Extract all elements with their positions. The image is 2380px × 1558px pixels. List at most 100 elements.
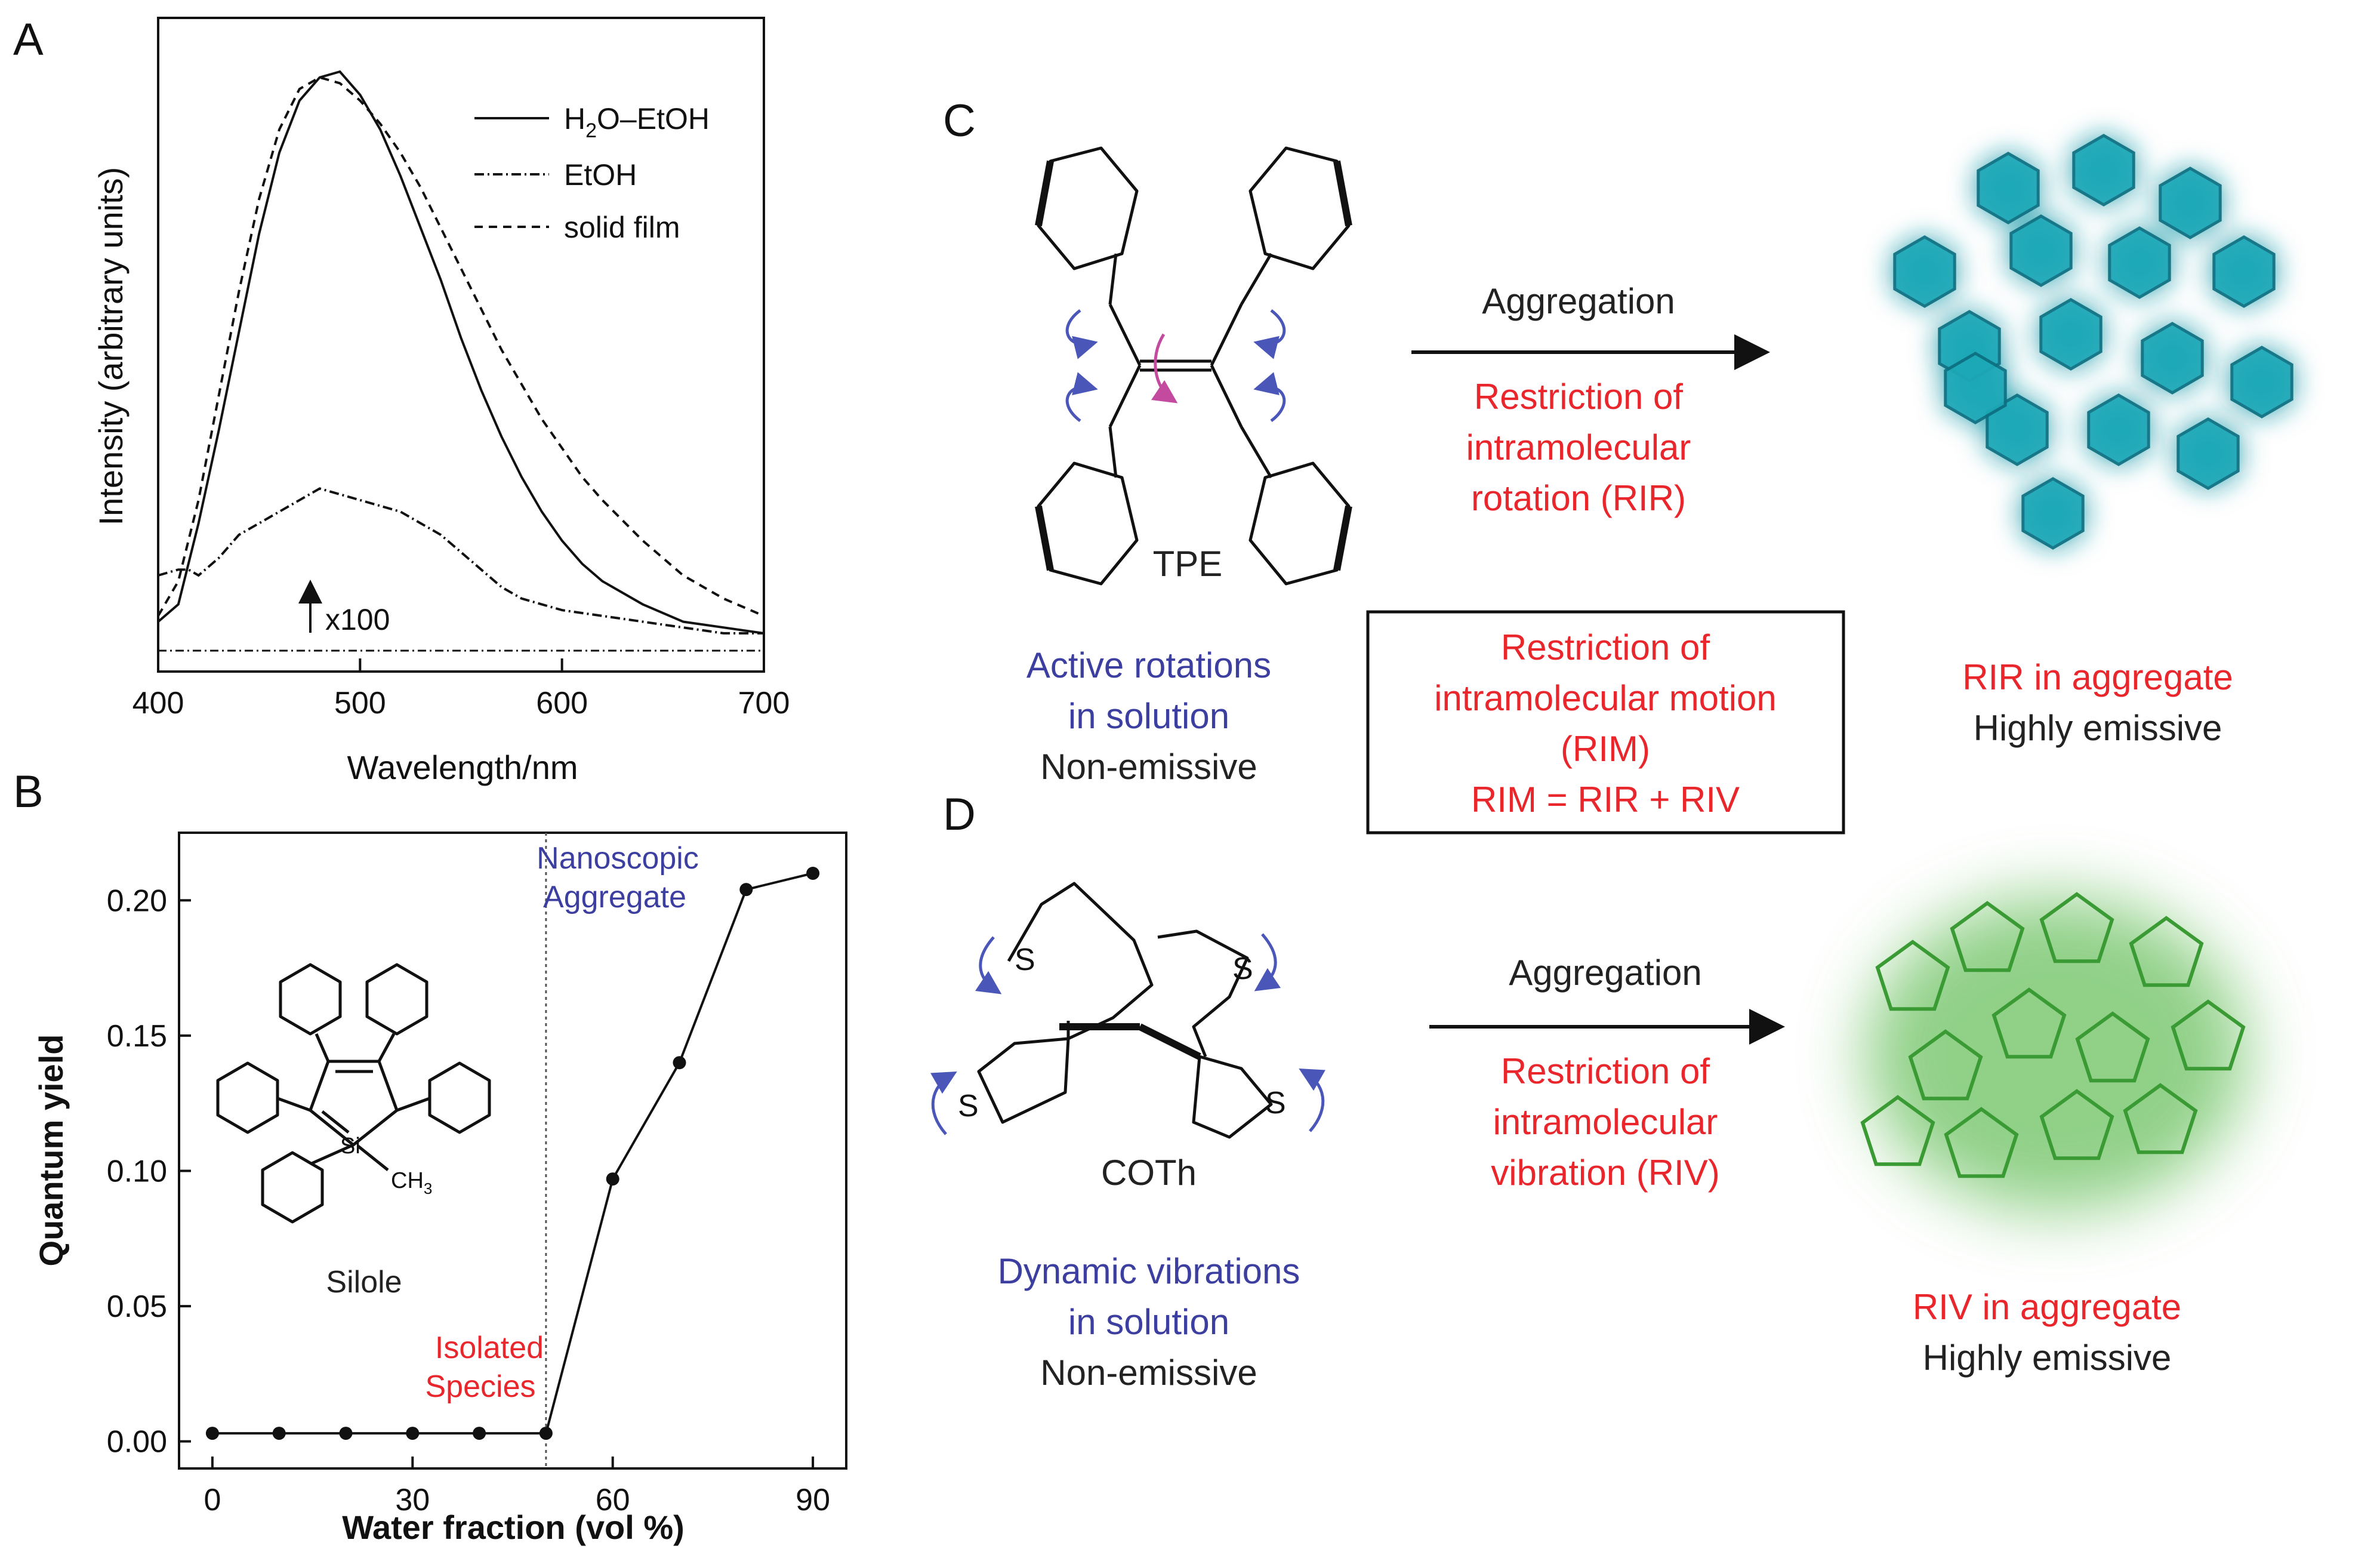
panel-label-d: D	[943, 789, 976, 840]
riv-aggregate-ring	[1908, 1029, 1983, 1101]
riv-aggregate-ring	[2123, 1083, 2198, 1154]
d-solution-line-1: Dynamic vibrations	[998, 1251, 1300, 1291]
rim-box-frame	[1366, 610, 1845, 835]
a-x-tick-label: 600	[536, 686, 588, 721]
b-series-line	[212, 872, 813, 1435]
rim-line-4: RIM = RIR + RIV	[1471, 780, 1740, 820]
d-mechanism-line-3: vibration (RIV)	[1491, 1153, 1719, 1193]
b-data-point	[739, 883, 753, 897]
riv-aggregate-ring	[1991, 987, 2067, 1059]
a-x-tick-label: 700	[738, 686, 790, 721]
panel-label-c: C	[943, 96, 976, 146]
silole-name-label: Silole	[326, 1265, 402, 1300]
d-solution-emission: Non-emissive	[1040, 1353, 1257, 1393]
rir-aggregate-ring	[2176, 417, 2240, 490]
coth-s-1: S	[1015, 943, 1035, 977]
rim-line-2: intramolecular motion	[1434, 678, 1777, 718]
panel-a-chart: 400 500 600 700 Intensity (arbitrary units)…	[92, 17, 790, 786]
c-aggregate-emission: Highly emissive	[1974, 708, 2222, 748]
b-data-point	[539, 1427, 553, 1440]
riv-aggregate-ring	[1944, 1107, 2019, 1178]
rir-aggregate-ring	[2108, 226, 2171, 299]
rir-aggregate-ring	[2159, 167, 2222, 239]
rir-aggregate-ring	[2021, 477, 2085, 550]
silole-structure: Si CH3	[216, 963, 491, 1224]
b-x-tick-label: 0	[204, 1483, 221, 1517]
c-solution-line-1: Active rotations	[1026, 645, 1271, 685]
c-mechanism-line-1: Restriction of	[1474, 377, 1683, 417]
rir-aggregate-ring	[2230, 346, 2293, 418]
panel-label-a: A	[13, 14, 44, 65]
b-y-tick-label: 0.10	[107, 1154, 167, 1188]
riv-aggregate-glow	[1865, 895, 2247, 1212]
b-y-tick-label: 0.15	[107, 1019, 167, 1054]
riv-aggregate-rings	[1860, 892, 2246, 1178]
rim-line-3: (RIM)	[1561, 729, 1650, 769]
c-aggregate-state: RIR in aggregate	[1962, 657, 2233, 697]
riv-aggregate-ring	[1860, 1095, 1935, 1166]
b-data-point	[806, 866, 820, 880]
d-mechanism-line-2: intramolecular	[1493, 1102, 1718, 1142]
a-x-tick-label: 400	[132, 686, 184, 721]
riv-aggregate-ring	[2039, 892, 2114, 963]
coth-structure: S S S S	[930, 882, 1325, 1139]
rir-aggregate-ring	[2072, 134, 2135, 207]
rir-aggregate-ring	[1977, 152, 2040, 224]
panel-b-y-axis-title: Quantum yield	[32, 1034, 70, 1267]
riv-aggregate-image	[1860, 892, 2247, 1212]
isolated-species-label-2: Species	[426, 1369, 536, 1404]
riv-aggregate-ring	[2075, 1011, 2150, 1083]
riv-aggregate-ring	[1950, 901, 2025, 972]
panel-label-b: B	[13, 766, 44, 817]
silole-si-label: Si	[340, 1134, 360, 1159]
riv-aggregate-ring	[1875, 940, 1950, 1011]
c-mechanism-line-2: intramolecular	[1466, 427, 1691, 467]
tpe-structure	[1035, 146, 1352, 586]
a-series-line-1	[158, 487, 764, 635]
tpe-label: TPE	[1153, 544, 1223, 584]
b-data-point	[473, 1427, 486, 1440]
rir-aggregate-image	[1893, 134, 2293, 550]
panel-a-y-axis-title: Intensity (arbitrary units)	[92, 167, 130, 526]
c-mechanism-line-3: rotation (RIR)	[1471, 478, 1686, 518]
b-x-tick-label: 90	[796, 1483, 830, 1517]
coth-s-3: S	[958, 1089, 979, 1123]
panel-a-curves	[157, 70, 764, 635]
a-x-tick-label: 500	[334, 686, 386, 721]
rir-aggregate-ring	[2212, 235, 2276, 308]
legend-label-solid-film: solid film	[564, 211, 680, 244]
d-aggregate-emission: Highly emissive	[1923, 1338, 2172, 1378]
b-data-point	[606, 1172, 619, 1186]
rim-line-1: Restriction of	[1501, 627, 1710, 667]
coth-label: COTh	[1101, 1153, 1197, 1193]
rir-aggregate-ring	[1944, 352, 2007, 424]
panel-a-legend: H2O–EtOH EtOH solid film	[474, 102, 710, 244]
isolated-species-label-1: Isolated	[435, 1331, 544, 1365]
panel-a-plot-frame	[157, 17, 765, 673]
legend-label-etoh: EtOH	[564, 158, 637, 192]
rim-box: Restriction of intramolecular motion (RI…	[1366, 610, 1845, 835]
rir-aggregate-ring	[1893, 235, 1956, 308]
silole-ch3-label: CH3	[391, 1168, 432, 1197]
panel-a-x-ticks: 400 500 600 700	[132, 649, 790, 721]
legend-label-h2o-etoh: H2O–EtOH	[564, 102, 710, 142]
coth-s-4: S	[1265, 1086, 1286, 1120]
d-arrow-label: Aggregation	[1509, 953, 1702, 993]
panel-a-x-axis-title: Wavelength/nm	[347, 749, 578, 786]
b-y-tick-label: 0.05	[107, 1289, 167, 1324]
rir-aggregate-ring	[2087, 393, 2150, 466]
b-data-point	[673, 1056, 686, 1070]
nanoscopic-label-1: Nanoscopic	[537, 841, 699, 876]
d-aggregate-state: RIV in aggregate	[1913, 1287, 2181, 1327]
rir-aggregate-ring	[2141, 322, 2204, 395]
d-solution-line-2: in solution	[1068, 1302, 1229, 1342]
c-solution-line-2: in solution	[1068, 696, 1229, 736]
riv-aggregate-ring	[2129, 916, 2204, 987]
riv-aggregate-ring	[2039, 1089, 2114, 1160]
riv-aggregate-ring	[2171, 999, 2246, 1071]
b-x-tick-label: 30	[395, 1483, 430, 1517]
coth-s-2: S	[1232, 952, 1253, 986]
b-y-tick-label: 0.00	[107, 1425, 167, 1460]
